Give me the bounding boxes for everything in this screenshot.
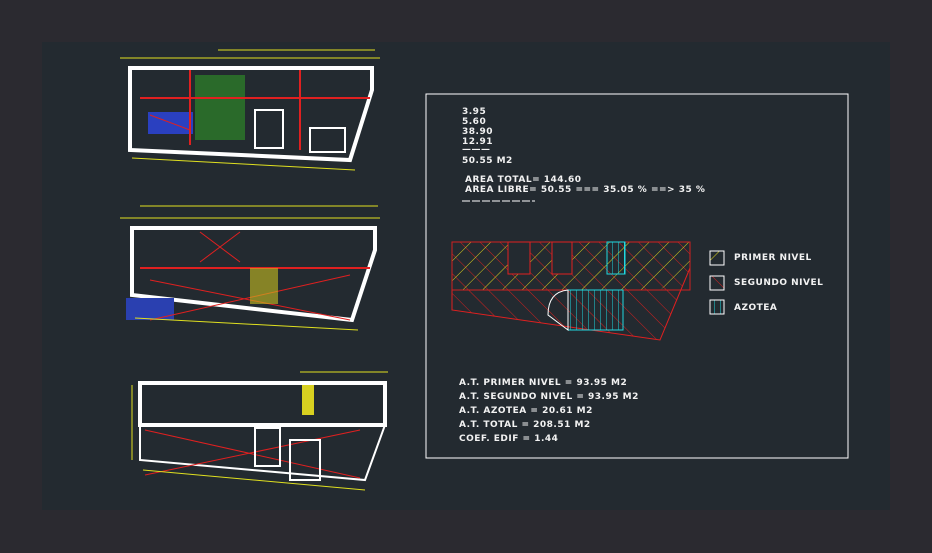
area-diagram (451, 241, 691, 341)
value-4: 12.91 (462, 137, 493, 147)
coef-edificacion: COEF. EDIF = 1.44 (459, 434, 559, 444)
legend-primer-nivel: PRIMER NIVEL (734, 253, 812, 263)
total-segundo-nivel: A.T. SEGUNDO NIVEL = 93.95 M2 (459, 392, 639, 402)
legend-azotea: AZOTEA (734, 303, 778, 313)
legend-swatch-segundo (709, 275, 725, 291)
legend-swatch-azotea (709, 299, 725, 315)
plan-primer-nivel (120, 49, 380, 171)
summary-frame (425, 93, 849, 459)
value-2: 5.60 (462, 117, 487, 127)
plan-azotea (131, 371, 388, 491)
total-primer-nivel: A.T. PRIMER NIVEL = 93.95 M2 (459, 378, 628, 388)
legend-swatch-primer (709, 250, 725, 266)
subtotal: 50.55 M2 (462, 156, 513, 166)
plan-segundo-nivel (120, 205, 380, 331)
area-total: AREA TOTAL= 144.60 (465, 175, 582, 185)
legend-segundo-nivel: SEGUNDO NIVEL (734, 278, 824, 288)
sum-rule: ——— (462, 145, 491, 155)
total-azotea: A.T. AZOTEA = 20.61 M2 (459, 406, 593, 416)
area-libre: AREA LIBRE= 50.55 === 35.05 % ==> 35 % (465, 185, 706, 195)
value-3: 38.90 (462, 127, 493, 137)
total-general: A.T. TOTAL = 208.51 M2 (459, 420, 591, 430)
value-1: 3.95 (462, 107, 487, 117)
